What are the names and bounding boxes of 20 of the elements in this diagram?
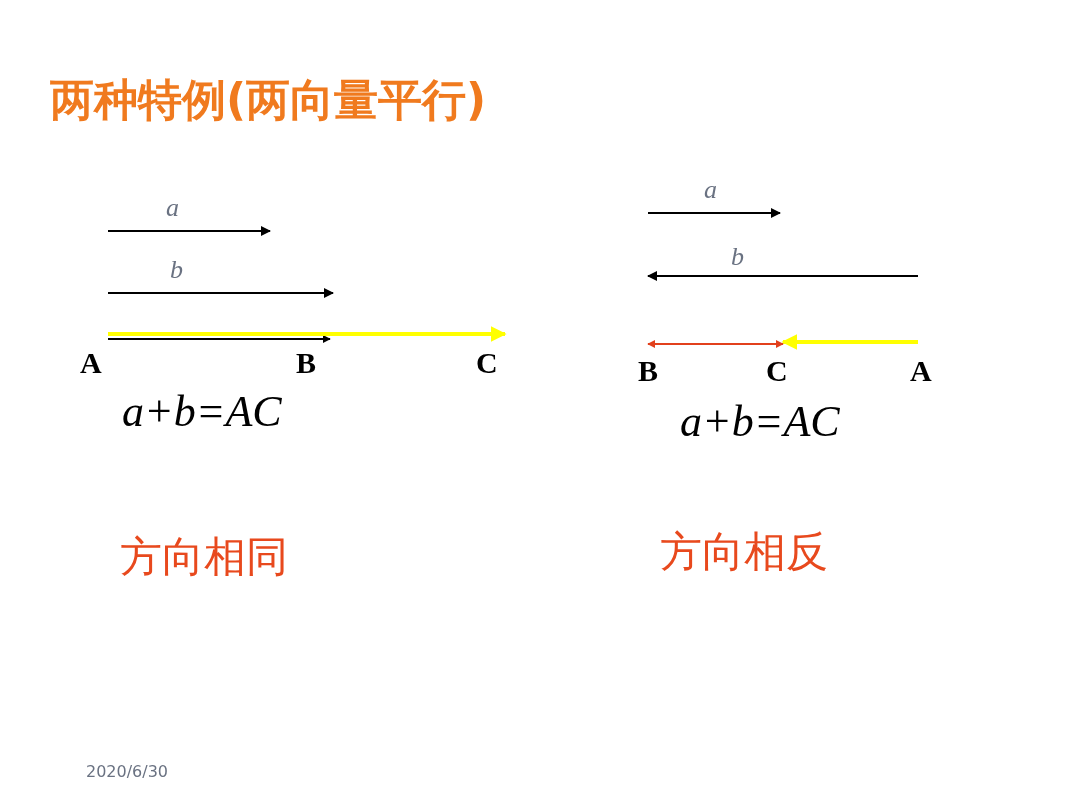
formula: a+b=AC (680, 400, 840, 444)
point-label: A (80, 348, 102, 378)
vector-label: a (166, 192, 179, 224)
vector-arrow (781, 334, 918, 350)
point-label: C (476, 348, 498, 378)
point-label: A (910, 356, 932, 386)
vector-arrow (107, 335, 331, 343)
point-label: B (296, 348, 316, 378)
vector-label: b (170, 254, 183, 286)
title: 两种特例(两向量平行) (50, 73, 487, 127)
point-label: B (638, 356, 658, 386)
vector-arrow (647, 340, 784, 348)
vector-label: b (731, 241, 744, 273)
caption-text: 方向相反 (660, 526, 828, 578)
point-label: C (766, 356, 788, 386)
vector-arrow (108, 326, 507, 342)
formula: a+b=AC (122, 390, 282, 434)
date-text: 2020/6/30 (86, 761, 169, 783)
caption-text: 方向相同 (120, 531, 288, 583)
vector-label: a (704, 174, 717, 206)
